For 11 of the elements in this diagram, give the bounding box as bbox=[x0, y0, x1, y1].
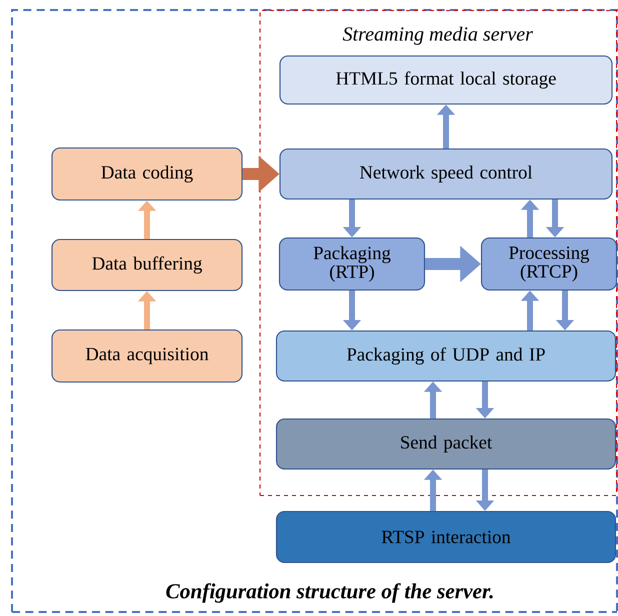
process-box: Data coding bbox=[51, 147, 243, 201]
process-box: RTSP interaction bbox=[276, 510, 616, 564]
process-box: Data buffering bbox=[51, 238, 243, 292]
process-box: Send packet bbox=[276, 418, 616, 470]
storage-box: HTML5 format local storage bbox=[279, 55, 613, 105]
process-box: Data acquisition bbox=[51, 329, 243, 383]
process-box: Packaging (RTP) bbox=[278, 237, 426, 291]
control-box: Network speed control bbox=[279, 148, 613, 200]
process-box: Packaging of UDP and IP bbox=[276, 330, 616, 382]
caption: Configuration structure of the server. bbox=[166, 583, 493, 603]
process-box: Processing (RTCP) bbox=[480, 237, 618, 291]
